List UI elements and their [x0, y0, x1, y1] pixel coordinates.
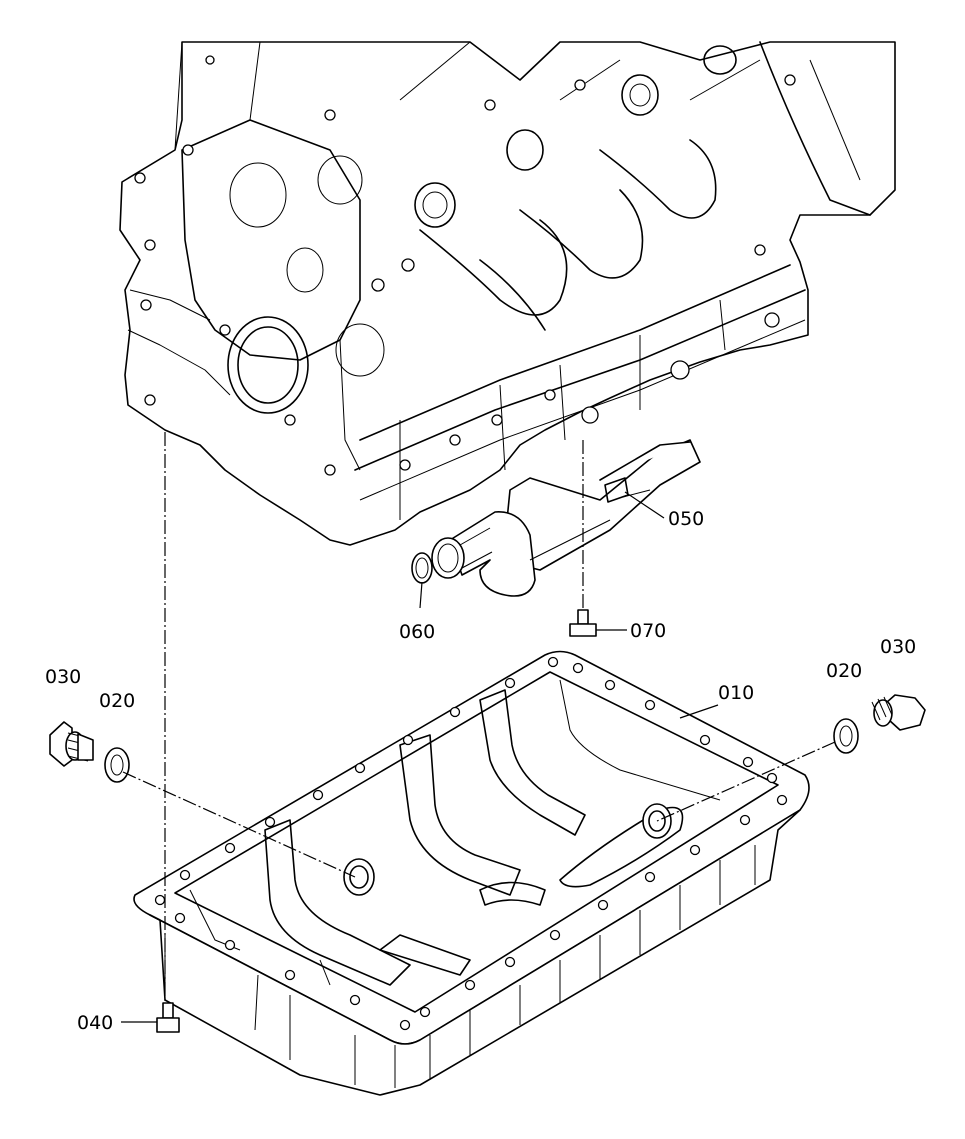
callout-020-right: 020 [826, 660, 862, 682]
engine-block [119, 41, 896, 546]
pan-bolt [156, 1002, 180, 1033]
callout-030-right: 030 [880, 636, 916, 658]
leader-lines [121, 491, 719, 1023]
strainer-bolt [569, 609, 597, 637]
callout-010: 010 [718, 682, 754, 704]
callout-050: 050 [668, 508, 704, 530]
o-ring [411, 552, 433, 584]
oil-strainer [431, 439, 701, 597]
oil-pan [133, 650, 810, 1096]
drain-plug-left [49, 721, 94, 767]
callout-020-left: 020 [99, 690, 135, 712]
callout-070: 070 [630, 620, 666, 642]
callout-030-left: 030 [45, 666, 81, 688]
sealing-washer-left [104, 747, 130, 783]
sealing-washer-right [833, 718, 859, 754]
callout-060: 060 [399, 621, 435, 643]
callout-040: 040 [77, 1012, 113, 1034]
assembly-centerlines [122, 432, 836, 1003]
drain-plug-right [871, 694, 926, 731]
